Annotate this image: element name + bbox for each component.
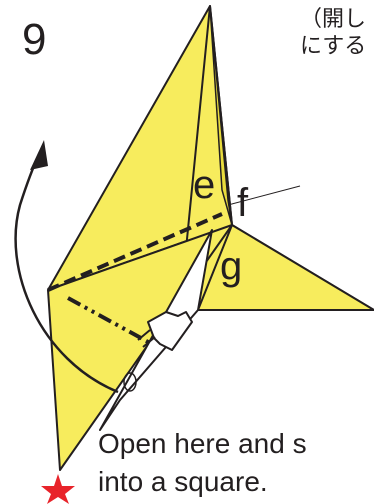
- arrowhead-icon: [30, 140, 48, 170]
- loop-mark-icon: [123, 372, 137, 392]
- push-hand-icon: [137, 311, 193, 351]
- label-e: e: [193, 163, 216, 207]
- label-g: g: [220, 244, 243, 288]
- mountain-fold-line: [67, 296, 151, 345]
- english-instruction-line-2: into a square.: [98, 466, 268, 497]
- step-number: 9: [22, 15, 47, 64]
- valley-fold-line: [47, 212, 223, 292]
- crease-line: [227, 185, 301, 206]
- paper-inner-flap-g: [197, 224, 374, 311]
- english-instruction-line-1: Open here and s: [98, 428, 307, 459]
- curved-arrow-icon: [14, 151, 119, 394]
- label-f: f: [237, 181, 249, 225]
- japanese-instruction-line-2: にする: [300, 34, 367, 59]
- star-icon: [41, 474, 75, 504]
- japanese-instruction-line-1: （開し: [300, 7, 367, 32]
